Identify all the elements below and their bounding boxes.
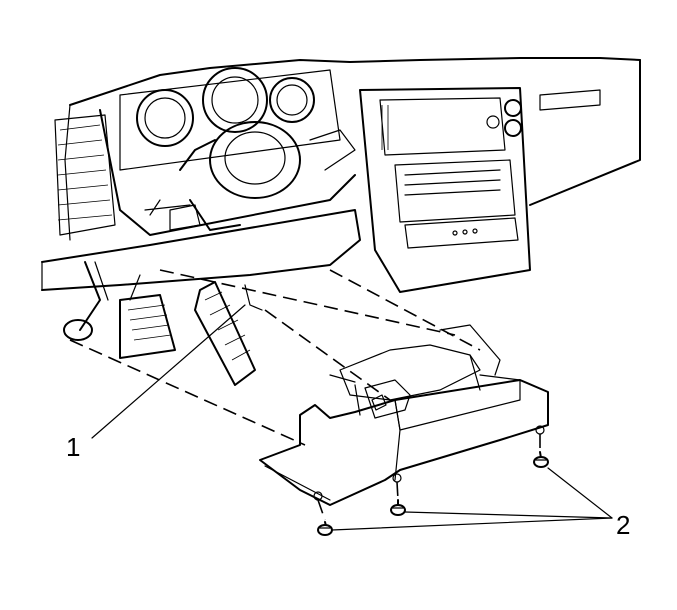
bolt-right — [533, 451, 549, 468]
steering-column — [144, 121, 356, 231]
pedals — [63, 261, 256, 386]
instrument-panel — [41, 57, 641, 291]
callout-1-leader — [91, 304, 246, 439]
alignment-lines — [69, 269, 541, 521]
left-air-vent — [54, 114, 116, 236]
callout-2-leaders — [331, 467, 613, 531]
gauge-cluster — [119, 67, 341, 171]
bolt-middle — [390, 499, 406, 516]
center-stack — [359, 87, 601, 293]
wire-harness — [244, 284, 356, 383]
callout-2-label: 2 — [616, 510, 630, 540]
bolt-left — [317, 521, 333, 536]
callout-1-label: 1 — [66, 432, 80, 462]
knee-bolster-panel — [259, 324, 549, 506]
